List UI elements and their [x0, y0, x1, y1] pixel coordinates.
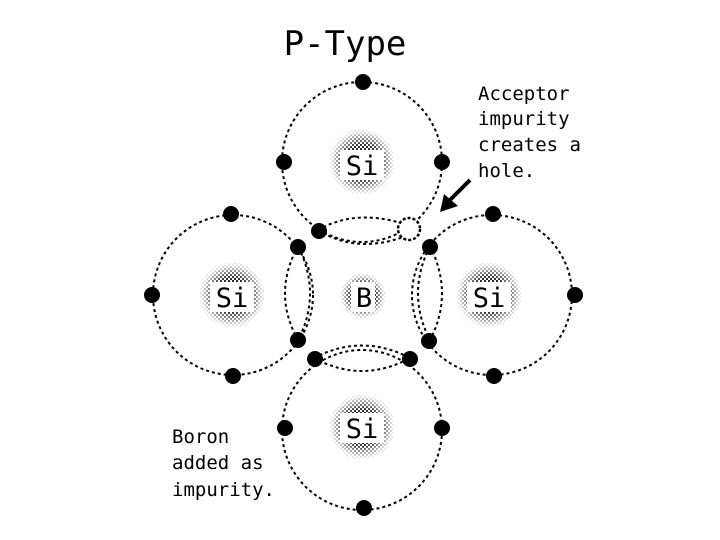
boron-annotation: Boron added as impurity.	[172, 426, 275, 501]
hole	[398, 218, 420, 240]
acceptor-annotation: Acceptor impurity creates a hole.	[478, 83, 592, 182]
electron	[402, 351, 418, 367]
atom-label-bottom: Si	[346, 414, 379, 445]
page-title: P-Type	[284, 24, 407, 64]
electron	[434, 420, 450, 436]
electron	[144, 287, 160, 303]
electron	[290, 332, 306, 348]
bond-loop-bottom	[314, 346, 410, 372]
acceptor-line: Acceptor	[478, 83, 570, 105]
electron	[355, 74, 371, 90]
boron-line: Boron	[172, 426, 229, 448]
boron-line: added as	[172, 452, 264, 474]
electron	[421, 333, 437, 349]
boron-line: impurity.	[172, 479, 275, 501]
acceptor-line: creates a	[478, 134, 581, 156]
electron	[485, 206, 501, 222]
acceptor-line: hole.	[478, 160, 535, 182]
electron	[486, 368, 502, 384]
atom-label-center: B	[356, 283, 372, 314]
electron	[225, 368, 241, 384]
arrow-to-hole	[440, 180, 470, 212]
electron	[356, 500, 372, 516]
electron	[290, 239, 306, 255]
bond-loop-right	[418, 246, 442, 340]
electron	[422, 239, 438, 255]
atom-label-right: Si	[473, 283, 506, 314]
acceptor-line: impurity	[478, 108, 570, 130]
electron	[567, 287, 583, 303]
electron	[223, 206, 239, 222]
atom-label-left: Si	[216, 283, 249, 314]
electron	[311, 223, 327, 239]
electron	[277, 420, 293, 436]
electron	[434, 154, 450, 170]
electron	[276, 154, 292, 170]
atom-label-top: Si	[346, 151, 379, 182]
electron	[307, 351, 323, 367]
